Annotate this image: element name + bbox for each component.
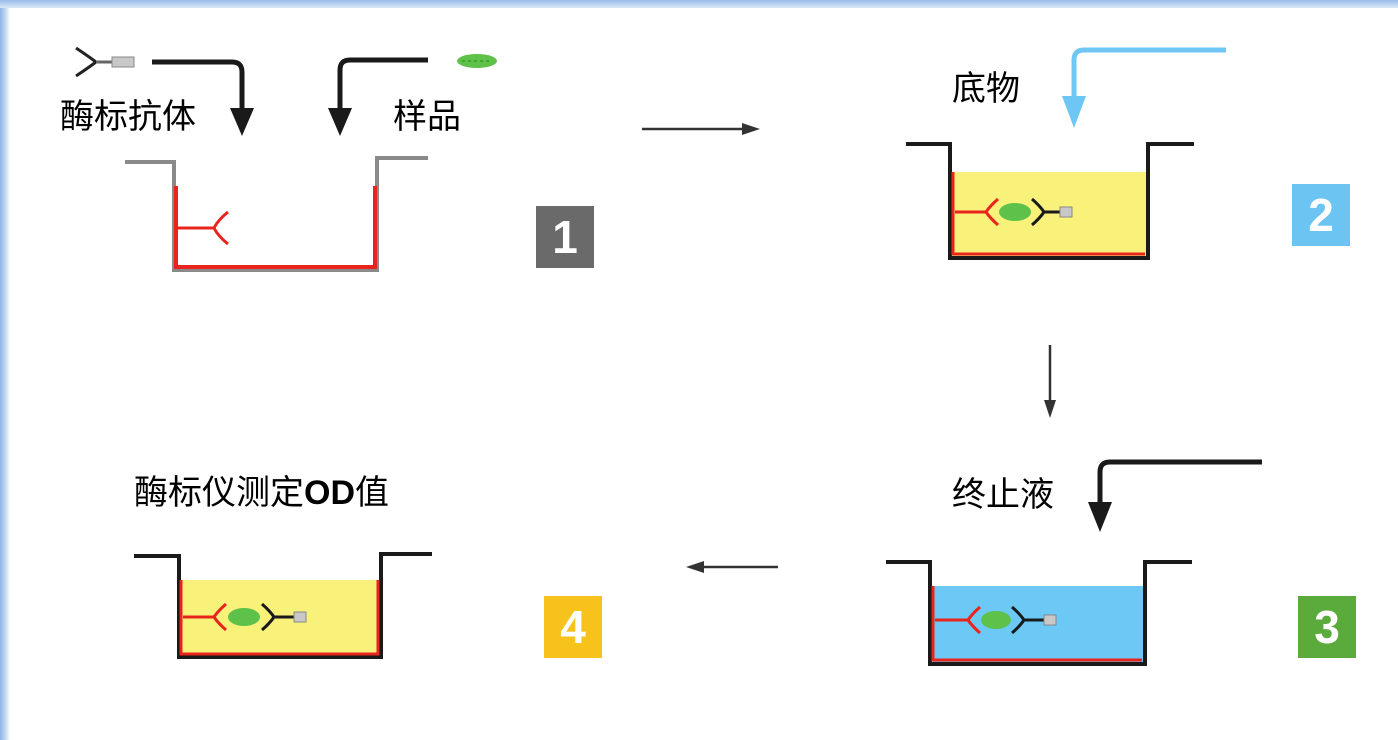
label-sample: 样品 [393,97,461,137]
arrow-substrate [1071,47,1226,100]
step-badge-4: 4 [544,596,602,658]
immune-complex-icon [935,605,1057,635]
label-measure-od-bold: OD [304,474,355,512]
step1-group [75,46,497,272]
arrow-sample-head [328,108,352,136]
window-top-border [0,0,1398,8]
label-measure-od: 酶标仪测定OD值 [134,476,389,510]
step-badge-1: 1 [536,206,594,268]
sample-antigen-icon [457,54,497,68]
step2-group [906,47,1226,260]
capture-antibody-icon [178,210,229,246]
arrow-sample [337,57,428,112]
arrow-stop-solution-head [1088,502,1112,532]
well-2 [906,142,1194,260]
immune-complex-icon [183,602,307,632]
arrow-antibody-head [230,108,254,136]
step-badge-3: 3 [1298,596,1356,658]
well-4 [134,552,432,659]
step4-group [134,552,432,659]
step-badge-2: 2 [1292,184,1350,246]
well-3 [886,560,1192,666]
enzyme-antibody-icon [75,46,135,78]
label-measure-suffix: 值 [355,473,389,513]
label-measure-prefix: 酶标仪测定 [134,473,304,513]
flow-arrow-1-2 [642,123,760,135]
flow-arrow-3-4 [686,561,778,573]
label-substrate: 底物 [952,69,1020,109]
label-enzyme-antibody: 酶标抗体 [60,97,196,137]
well-1 [125,156,428,272]
arrow-stop-solution [1097,459,1262,506]
label-stop-solution: 终止液 [952,475,1054,515]
flow-arrow-2-3 [1044,345,1056,418]
step3-group [886,459,1262,666]
immune-complex-icon [955,197,1073,227]
arrow-antibody [152,59,245,112]
arrow-substrate-head [1062,96,1086,128]
